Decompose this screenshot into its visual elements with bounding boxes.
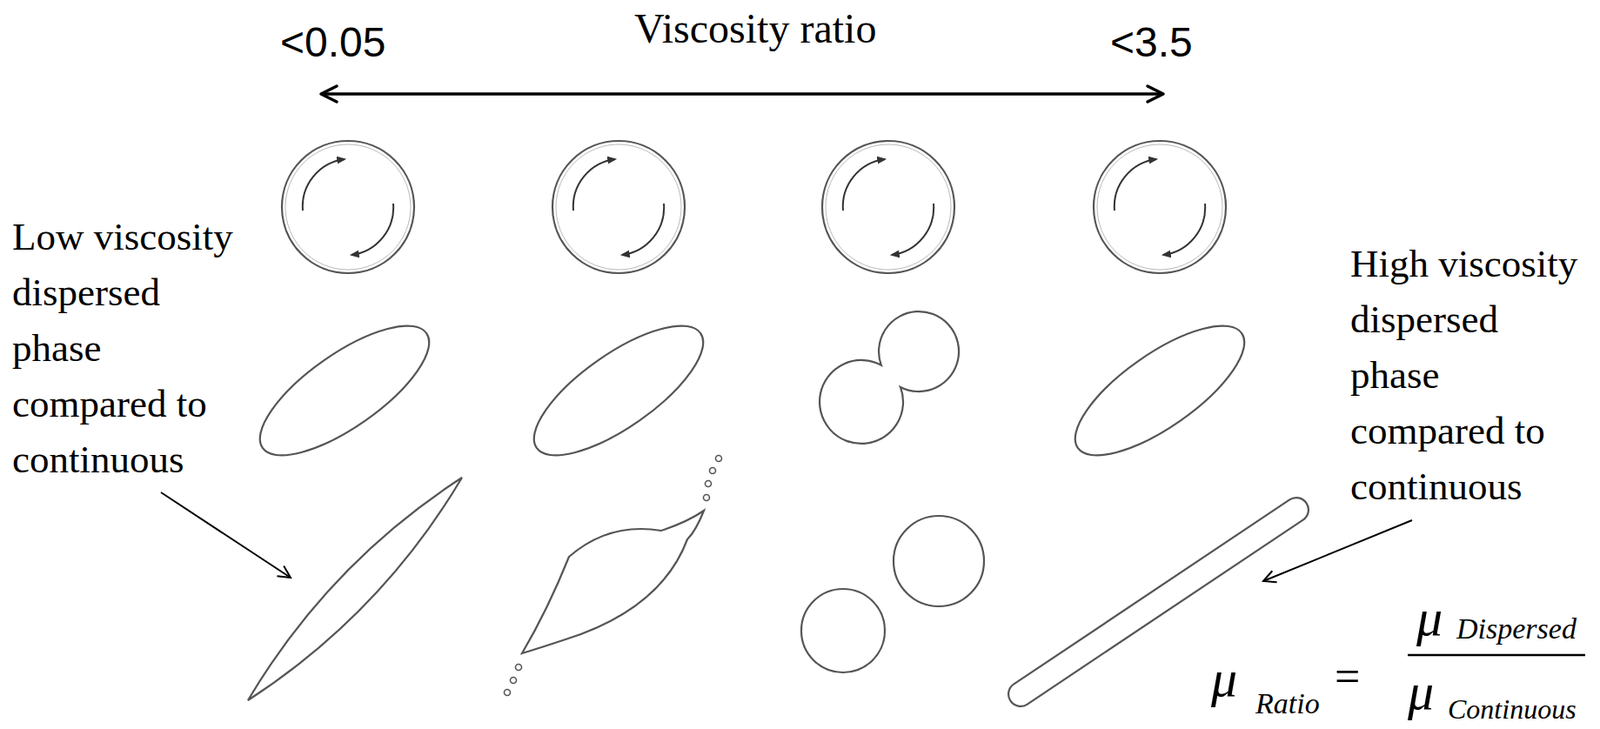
deformed-drop: [1057, 303, 1264, 479]
rotating-drop: [1093, 140, 1226, 274]
rotating-drop: [281, 140, 415, 274]
drop-shade: [1097, 144, 1223, 270]
formula-symbol: μ: [1416, 586, 1443, 650]
satellite-droplet: [705, 481, 712, 488]
thread-outline: [1020, 509, 1297, 695]
drop-outline: [1093, 140, 1226, 274]
leader-line: [1263, 520, 1413, 582]
formula-subscript: Ratio: [1255, 685, 1320, 722]
drop-shade: [285, 144, 411, 270]
satellite-droplet: [515, 664, 523, 671]
daughter-drop: [801, 589, 885, 673]
rotating-drop: [552, 140, 685, 274]
drop-outline: [822, 140, 955, 274]
deformed-drop: [241, 303, 449, 479]
satellite-droplet: [709, 468, 717, 475]
pointed-drop: [247, 477, 462, 701]
drop-shade: [555, 144, 682, 270]
rotation-arrow: [302, 159, 345, 211]
satellite-droplet: [703, 495, 710, 502]
rotation-arrow: [891, 203, 934, 255]
rotation-arrow: [573, 159, 616, 211]
satellite-droplets: [504, 455, 723, 697]
fraction-bar: [1407, 654, 1586, 657]
formula-symbol: μ: [1211, 647, 1238, 710]
axis-min-value: <0.05: [280, 17, 386, 68]
callout-note: High viscosity dispersed phase compared …: [1350, 235, 1587, 515]
satellite-droplet: [504, 689, 511, 697]
callout-note: Low viscosity dispersed phase compared t…: [12, 208, 249, 488]
rotation-arrow: [843, 159, 885, 211]
formula-symbol: μ: [1407, 660, 1434, 724]
formula-subscript: Continuous: [1447, 692, 1577, 726]
rotating-drop: [822, 140, 955, 274]
axis-max-value: <3.5: [1110, 17, 1193, 68]
daughter-drop: [893, 515, 985, 607]
axis-title: Viscosity ratio: [634, 3, 877, 54]
satellite-droplet: [716, 455, 723, 462]
drop-outline: [552, 140, 685, 274]
leader-line: [160, 492, 291, 578]
formula-subscript: Dispersed: [1456, 610, 1577, 647]
tip-streaming-drop: [522, 510, 704, 654]
rotation-arrow: [1163, 203, 1206, 255]
drop-shade: [825, 144, 951, 270]
deformed-drop: [515, 303, 723, 479]
drop-outline: [281, 140, 415, 274]
rotation-arrow: [351, 203, 394, 255]
rotation-arrow: [1114, 159, 1157, 211]
rotation-arrow: [622, 203, 664, 255]
thread-fill: [1020, 509, 1297, 695]
formula-operator: =: [1334, 649, 1360, 704]
necking-drop: [819, 311, 959, 444]
satellite-droplet: [510, 677, 517, 684]
axis-arrow: [321, 92, 1164, 96]
elongated-thread: [1020, 509, 1297, 695]
